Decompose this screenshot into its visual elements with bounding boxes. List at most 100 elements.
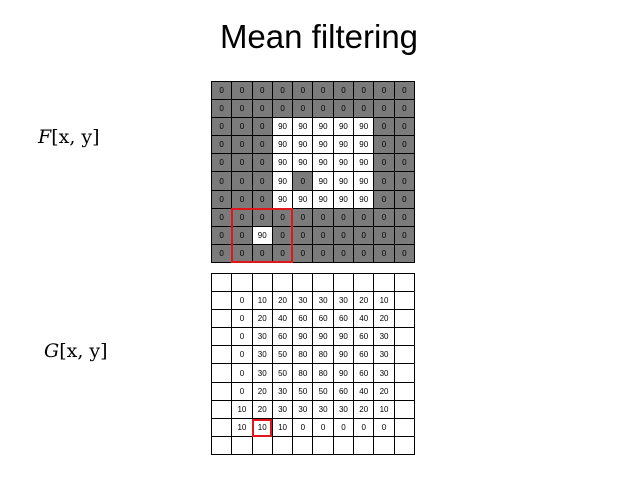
- f-arguments: [x, y]: [51, 126, 100, 148]
- grid-cell: [393, 291, 416, 311]
- grid-cell: [332, 435, 355, 455]
- grid-cell: 0: [231, 171, 253, 191]
- grid-cell: [210, 309, 233, 329]
- grid-cell: 0: [373, 117, 395, 137]
- grid-cell: 90: [332, 117, 355, 137]
- grid-cell: 0: [271, 80, 294, 101]
- grid-cell: 30: [312, 399, 334, 419]
- grid-cell: 90: [312, 135, 334, 155]
- grid-cell: 0: [332, 225, 355, 245]
- grid-cell: 0: [271, 225, 294, 245]
- grid-cell: 0: [231, 381, 253, 401]
- grid-cell: 0: [251, 135, 273, 155]
- grid-cell: 90: [312, 327, 334, 347]
- grid-cell: 0: [271, 99, 294, 119]
- grid-cell: 0: [231, 291, 253, 311]
- grid-cell: 90: [271, 189, 294, 209]
- grid-cell: [393, 417, 416, 437]
- grid-cell: 0: [353, 225, 375, 245]
- grid-cell: 0: [231, 99, 253, 119]
- grid-cell: 90: [332, 363, 355, 383]
- grid-cell: [210, 345, 233, 365]
- grid-cell: [210, 399, 233, 419]
- grid-cell: 0: [373, 189, 395, 209]
- grid-cell: 0: [312, 417, 334, 437]
- grid-cell: 30: [373, 345, 395, 365]
- grid-cell: 90: [353, 135, 375, 155]
- grid-cell: 90: [312, 117, 334, 137]
- grid-cell: 20: [251, 381, 273, 401]
- grid-cell: 0: [393, 153, 416, 173]
- grid-cell: 0: [271, 243, 294, 263]
- grid-row: [210, 435, 416, 455]
- grid-cell: 90: [312, 153, 334, 173]
- grid-cell: 0: [231, 243, 253, 263]
- grid-cell: 0: [210, 171, 233, 191]
- grid-cell: 0: [292, 99, 314, 119]
- grid-cell: 50: [312, 381, 334, 401]
- grid-cell: 0: [210, 153, 233, 173]
- grid-cell: [231, 272, 253, 293]
- grid-cell: 40: [353, 309, 375, 329]
- grid-cell: 0: [251, 80, 273, 101]
- grid-cell: 40: [353, 381, 375, 401]
- grid-cell: 0: [353, 243, 375, 263]
- grid-cell: [271, 272, 294, 293]
- grid-cell: 90: [292, 153, 314, 173]
- grid-cell: 0: [231, 189, 253, 209]
- grid-cell: 10: [231, 417, 253, 437]
- grid-cell: 0: [312, 207, 334, 227]
- grid-cell: 0: [393, 207, 416, 227]
- grid-cell: 10: [231, 399, 253, 419]
- grid-cell: 20: [373, 381, 395, 401]
- grid-cell: 0: [210, 99, 233, 119]
- grid-cell: [353, 272, 375, 293]
- grid-cell: 90: [332, 135, 355, 155]
- grid-cell: 60: [332, 381, 355, 401]
- grid-cell: 0: [210, 243, 233, 263]
- grid-cell: 0: [353, 80, 375, 101]
- grid-cell: 0: [231, 153, 253, 173]
- grid-cell: 0: [332, 243, 355, 263]
- grid-cell: 0: [332, 207, 355, 227]
- slide-title: Mean filtering: [219, 18, 419, 55]
- grid-cell: 40: [271, 309, 294, 329]
- grid-cell: 60: [353, 327, 375, 347]
- grid-cell: 0: [251, 171, 273, 191]
- grid-cell: 0: [251, 99, 273, 119]
- grid-cell: 0: [332, 80, 355, 101]
- grid-cell: 0: [210, 189, 233, 209]
- grid-cell: 30: [271, 399, 294, 419]
- grid-cell: [393, 327, 416, 347]
- grid-cell: 0: [373, 417, 395, 437]
- grid-cell: 90: [292, 327, 314, 347]
- grid-cell: 60: [332, 309, 355, 329]
- grid-cell: 90: [353, 117, 375, 137]
- grid-cell: 90: [332, 171, 355, 191]
- grid-cell: [393, 309, 416, 329]
- grid-cell: 0: [373, 153, 395, 173]
- grid-cell: 0: [353, 99, 375, 119]
- g-label: G[x, y]: [44, 340, 108, 362]
- grid-cell: 30: [292, 291, 314, 311]
- grid-cell: 0: [231, 80, 253, 101]
- g-arguments: [x, y]: [59, 340, 108, 362]
- grid-cell: 30: [251, 363, 273, 383]
- grid-cell: 0: [292, 207, 314, 227]
- grid-cell: 0: [292, 171, 314, 191]
- grid-cell: 0: [251, 117, 273, 137]
- grid-cell: 0: [231, 207, 253, 227]
- grid-cell: 50: [292, 381, 314, 401]
- grid-cell: 80: [312, 363, 334, 383]
- grid-cell: 90: [332, 345, 355, 365]
- grid-cell: 0: [292, 80, 314, 101]
- grid-cell: 0: [353, 417, 375, 437]
- grid-cell: 20: [271, 291, 294, 311]
- f-function-name: F: [38, 126, 52, 148]
